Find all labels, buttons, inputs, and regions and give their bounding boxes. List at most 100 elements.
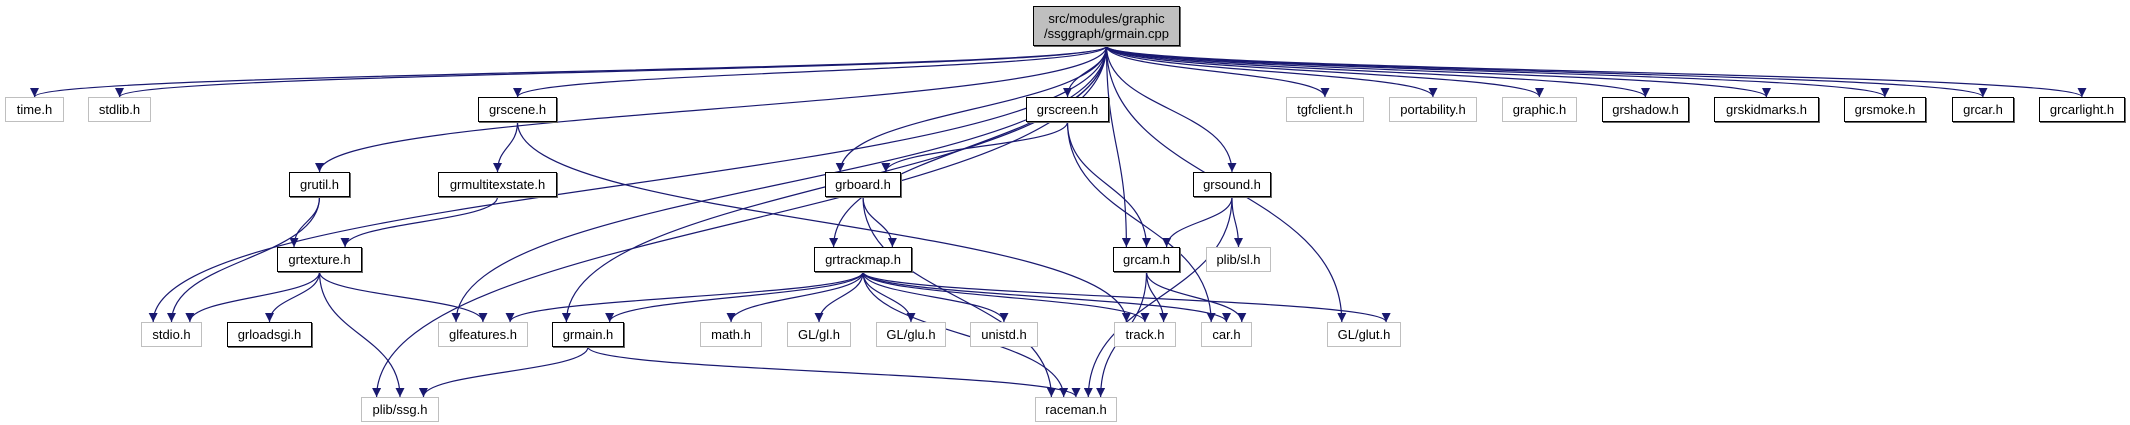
node-grsmoke[interactable]: grsmoke.h [1844, 97, 1926, 122]
edge-grtrackmap-to-grmain [605, 271, 864, 323]
node-grtrackmap[interactable]: grtrackmap.h [814, 247, 912, 272]
node-label: grscreen.h [1036, 102, 1099, 117]
edge-grcam-to-track [1145, 271, 1169, 323]
edge-main-to-grscreen [1063, 45, 1108, 98]
node-portability: portability.h [1389, 97, 1477, 122]
edge-grscreen-to-car [1066, 121, 1216, 323]
edge-grscene-to-grmultitexstate [493, 121, 519, 173]
node-label: grmultitexstate.h [449, 177, 546, 192]
node-grmultitexstate[interactable]: grmultitexstate.h [438, 172, 557, 197]
node-label: grsound.h [1203, 177, 1261, 192]
node-label: grboard.h [835, 177, 891, 192]
node-track: track.h [1114, 322, 1176, 347]
node-graphic: graphic.h [1502, 97, 1577, 122]
node-grboard[interactable]: grboard.h [825, 172, 901, 197]
edge-grtexture-to-glfeatures [318, 271, 488, 323]
node-label: grtrackmap.h [825, 252, 901, 267]
node-label: plib/sl.h [1216, 252, 1261, 267]
node-label: GL/glut.h [1337, 327, 1391, 342]
node-main[interactable]: src/modules/graphic/ssggraph/grmain.cpp [1033, 6, 1180, 46]
edge-main-to-time [30, 45, 1108, 98]
edge-grcam-to-car [1145, 271, 1247, 323]
edge-grtrackmap-to-glfeatures [505, 271, 864, 323]
edge-main-to-grboard [835, 45, 1108, 173]
node-label: glfeatures.h [449, 327, 517, 342]
edge-main-to-grcar [1105, 45, 1988, 98]
node-math: math.h [700, 322, 762, 347]
edge-grtexture-to-stdio [185, 271, 321, 323]
edge-grmultitexstate-to-grtexture [340, 196, 499, 248]
edge-main-to-grcarlight [1105, 45, 2087, 98]
node-label: GL/gl.h [798, 327, 840, 342]
node-grutil[interactable]: grutil.h [289, 172, 350, 197]
edge-grtrackmap-to-track [862, 271, 1150, 323]
edge-grboard-to-raceman [862, 196, 1056, 398]
node-grscreen[interactable]: grscreen.h [1026, 97, 1109, 122]
node-label: tgfclient.h [1297, 102, 1353, 117]
node-label: grmain.h [562, 327, 614, 342]
edge-main-to-grskidmarks [1105, 45, 1771, 98]
edge-grtrackmap-to-glgl [814, 271, 864, 323]
node-label: grtexture.h [288, 252, 351, 267]
node-grtexture[interactable]: grtexture.h [277, 247, 362, 272]
edge-grtrackmap-to-math [726, 271, 864, 323]
edge-grtrackmap-to-raceman [862, 271, 1069, 398]
edge-grtrackmap-to-glglu [862, 271, 916, 323]
node-label: grskidmarks.h [1726, 102, 1807, 117]
edge-grscene-to-track [516, 121, 1131, 323]
edge-main-to-grutil [315, 45, 1108, 173]
node-grcar[interactable]: grcar.h [1952, 97, 2014, 122]
edge-main-to-grsmoke [1105, 45, 1890, 98]
node-plibssg: plib/ssg.h [361, 397, 439, 422]
node-grscene[interactable]: grscene.h [478, 97, 557, 122]
node-label: grloadsgi.h [237, 327, 302, 342]
edge-main-to-stdlib [115, 45, 1108, 98]
node-label: stdio.h [152, 327, 191, 342]
edge-main-to-graphic [1105, 45, 1544, 98]
edge-grutil-to-stdio [167, 196, 321, 323]
node-label: track.h [1125, 327, 1165, 342]
node-glgl: GL/gl.h [787, 322, 851, 347]
node-label: plib/ssg.h [372, 402, 428, 417]
node-grskidmarks[interactable]: grskidmarks.h [1714, 97, 1819, 122]
node-grloadsgi[interactable]: grloadsgi.h [227, 322, 312, 347]
node-grmain[interactable]: grmain.h [552, 322, 624, 347]
node-grshadow[interactable]: grshadow.h [1602, 97, 1689, 122]
node-grcam[interactable]: grcam.h [1113, 247, 1180, 272]
node-unistd: unistd.h [970, 322, 1038, 347]
node-tgfclient: tgfclient.h [1286, 97, 1364, 122]
edge-main-to-grsound [1105, 45, 1237, 173]
node-glglu: GL/glu.h [876, 322, 946, 347]
node-stdio: stdio.h [141, 322, 202, 347]
node-stdlib: stdlib.h [88, 97, 151, 122]
edge-grsound-to-raceman [1083, 196, 1233, 398]
node-label: stdlib.h [98, 102, 141, 117]
edge-grtrackmap-to-glglut [862, 271, 1391, 323]
edge-main-to-grshadow [1105, 45, 1650, 98]
edge-main-to-grscene [513, 45, 1108, 98]
edge-grscreen-to-grcam [1066, 121, 1151, 248]
node-label: unistd.h [981, 327, 1027, 342]
node-label: raceman.h [1045, 402, 1107, 417]
node-label: grcam.h [1123, 252, 1170, 267]
node-label: portability.h [1400, 102, 1466, 117]
node-plibsl: plib/sl.h [1206, 247, 1271, 272]
edge-grtexture-to-plibssg [318, 271, 405, 398]
node-glglut: GL/glut.h [1327, 322, 1401, 347]
node-label: grcarlight.h [2049, 102, 2115, 117]
node-label: car.h [1212, 327, 1241, 342]
edge-main-to-grcam [1105, 45, 1131, 248]
edge-main-to-portability [1105, 45, 1438, 98]
node-glfeatures: glfeatures.h [438, 322, 528, 347]
node-label: grscene.h [488, 102, 547, 117]
edge-grmain-to-raceman [587, 346, 1081, 398]
edge-grsound-to-grcam [1162, 196, 1233, 248]
edge-grsound-to-plibsl [1231, 196, 1243, 248]
edge-main-to-tgfclient [1105, 45, 1330, 98]
edge-grtexture-to-grloadsgi [265, 271, 321, 323]
node-grcarlight[interactable]: grcarlight.h [2039, 97, 2125, 122]
node-label: GL/glu.h [886, 327, 936, 342]
node-grsound[interactable]: grsound.h [1193, 172, 1271, 197]
